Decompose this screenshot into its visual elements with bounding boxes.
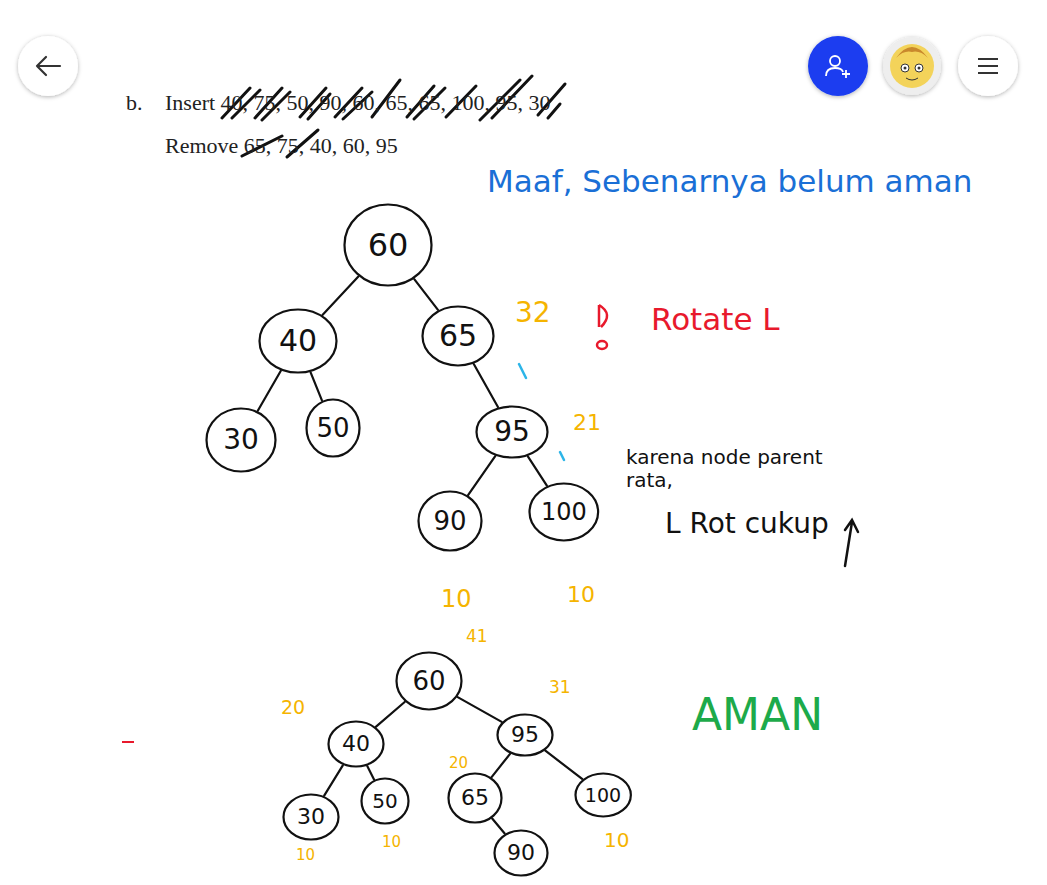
tree-node: 50 (360, 777, 410, 825)
tree-edge (458, 697, 502, 722)
node-value: 90 (507, 842, 535, 864)
toolbar-buttons (18, 36, 1018, 96)
tree-edge (367, 766, 374, 779)
tree-node: 40 (258, 308, 338, 374)
insert-line: Insert 40, 75, 50, 90, 60, 65, 65, 100, … (165, 90, 551, 115)
height-number: 21 (573, 410, 601, 435)
node-value: 60 (368, 229, 409, 261)
item-letter: b. (126, 90, 143, 115)
remove-line: Remove 65, 75, 40, 60, 95 (165, 133, 398, 158)
tree-edge (545, 751, 582, 779)
node-value: 95 (511, 724, 539, 746)
balance-marks (122, 305, 858, 796)
handwritten-note: Maaf, Sebenarnya belum aman (487, 164, 972, 200)
tree-node: 100 (574, 772, 632, 818)
height-number: 10 (567, 582, 595, 607)
tree-node: 60 (343, 203, 433, 287)
node-value: 50 (316, 415, 349, 441)
tree-node: 90 (417, 490, 483, 552)
handwritten-note: karena node parent rata, (626, 446, 856, 492)
tree-edge (322, 277, 358, 315)
status-note: AMAN (692, 690, 823, 741)
height-number: 20 (449, 755, 468, 772)
node-value: 40 (342, 733, 370, 755)
tree-edge (492, 819, 505, 834)
tree-node: 50 (305, 398, 361, 458)
tree-edge (324, 765, 343, 795)
node-value: 65 (461, 787, 489, 809)
node-value: 95 (494, 418, 530, 446)
node-value: 65 (439, 321, 477, 351)
height-number: 10 (441, 586, 472, 614)
tree-edge (376, 702, 405, 727)
height-number: 10 (604, 829, 629, 852)
tree-node: 90 (493, 829, 549, 877)
tree-node: 60 (395, 651, 463, 711)
tree-node: 95 (496, 713, 554, 757)
tree-edge (468, 456, 495, 495)
tree-node: 40 (327, 720, 385, 768)
height-number: 20 (281, 697, 305, 719)
height-number: 41 (466, 627, 488, 647)
node-value: 100 (585, 786, 621, 805)
rotation-note: Rotate L (651, 302, 780, 338)
tree-node: 95 (475, 405, 549, 459)
height-number: 10 (382, 834, 401, 851)
tree-edge (258, 371, 281, 411)
tree-edge (414, 279, 438, 310)
node-value: 100 (541, 500, 587, 524)
height-number: 32 (515, 297, 551, 329)
handwritten-note: L Rot cukup (665, 508, 829, 540)
tree-edge (311, 372, 322, 400)
height-number: 31 (549, 678, 571, 698)
tree-node: 30 (282, 793, 340, 841)
node-value: 40 (279, 326, 317, 356)
node-value: 30 (223, 426, 259, 454)
node-value: 30 (297, 806, 325, 828)
tree-edge (474, 364, 498, 407)
node-value: 60 (412, 668, 445, 694)
tree-node: 65 (421, 305, 495, 367)
tree-edge (528, 456, 547, 485)
tree-edge (492, 754, 510, 777)
tree-node: 65 (447, 772, 503, 824)
tree-node: 100 (528, 482, 600, 542)
height-number: 10 (296, 847, 315, 864)
node-value: 90 (433, 508, 466, 534)
tree-node: 30 (205, 407, 277, 473)
node-value: 50 (372, 791, 397, 811)
